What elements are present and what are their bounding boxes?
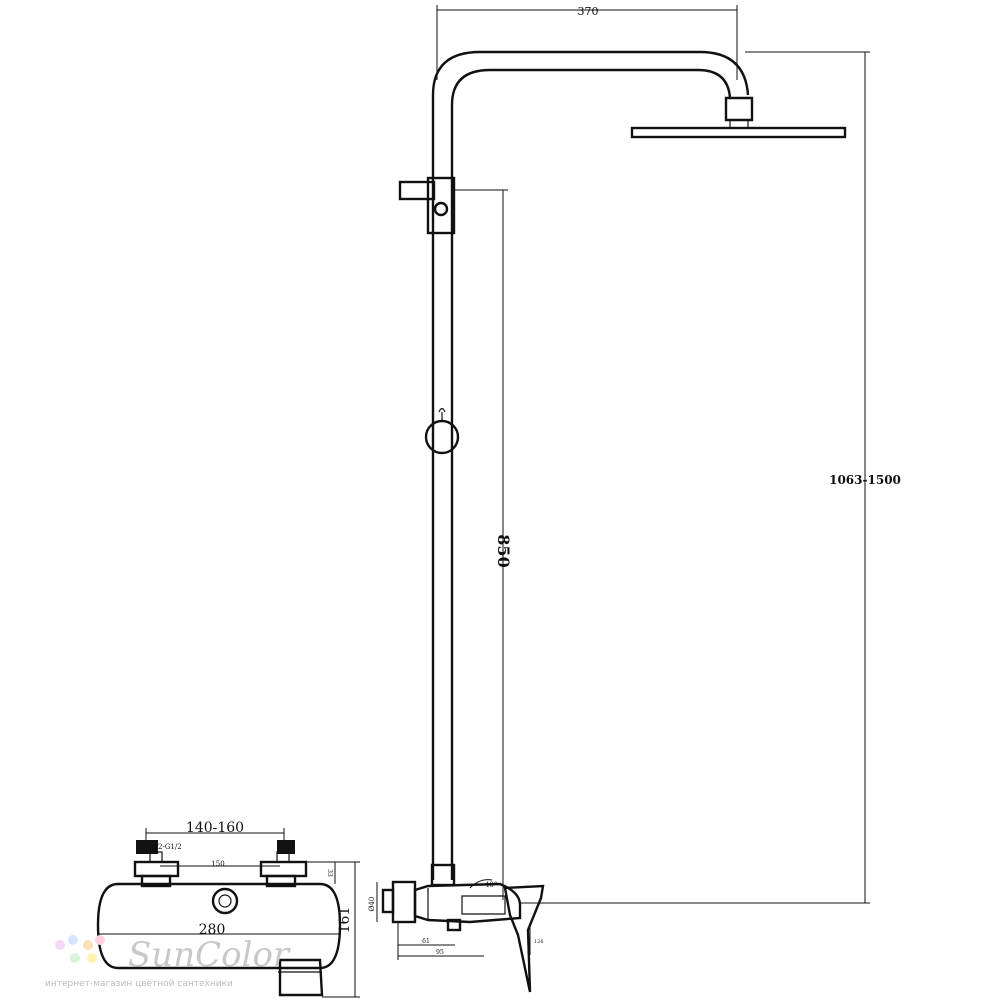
dim-thread: 2-G1/2	[158, 843, 182, 851]
watermark-tagline: интернет-магазин цветной сантехники	[45, 979, 233, 989]
watermark-brand: SunColor	[128, 935, 291, 975]
dim-370: 370	[578, 5, 599, 18]
dim-140-160: 140-160	[186, 820, 244, 836]
inlet-left	[136, 840, 158, 854]
mixer-front-view	[96, 840, 342, 997]
dim-126: 126	[534, 939, 544, 945]
shower-head	[630, 126, 847, 139]
dim-33: 33	[326, 869, 333, 877]
dimension-lines	[99, 5, 870, 998]
dim-95: 95	[436, 949, 444, 956]
dim-61: 61	[422, 938, 430, 945]
dim-850: 850	[494, 534, 513, 567]
inlet-right	[277, 840, 295, 854]
shower-column	[398, 50, 847, 887]
dim-280: 280	[199, 922, 226, 938]
slider-knob	[424, 419, 460, 455]
dim-angle: 40°	[485, 881, 497, 889]
dim-1063-1500: 1063-1500	[829, 473, 901, 487]
dimension-labels: 370 1063-1500 850 140-160 2-G1/2 150 33 …	[158, 5, 901, 956]
watermark: SunColor интернет-магазин цветной сантех…	[45, 935, 291, 989]
dim-150: 150	[211, 860, 224, 868]
dim-40: Ø40	[368, 897, 376, 912]
dim-161: 161	[337, 907, 353, 934]
mixer-side-view	[381, 879, 545, 993]
holder-bracket	[398, 180, 436, 201]
